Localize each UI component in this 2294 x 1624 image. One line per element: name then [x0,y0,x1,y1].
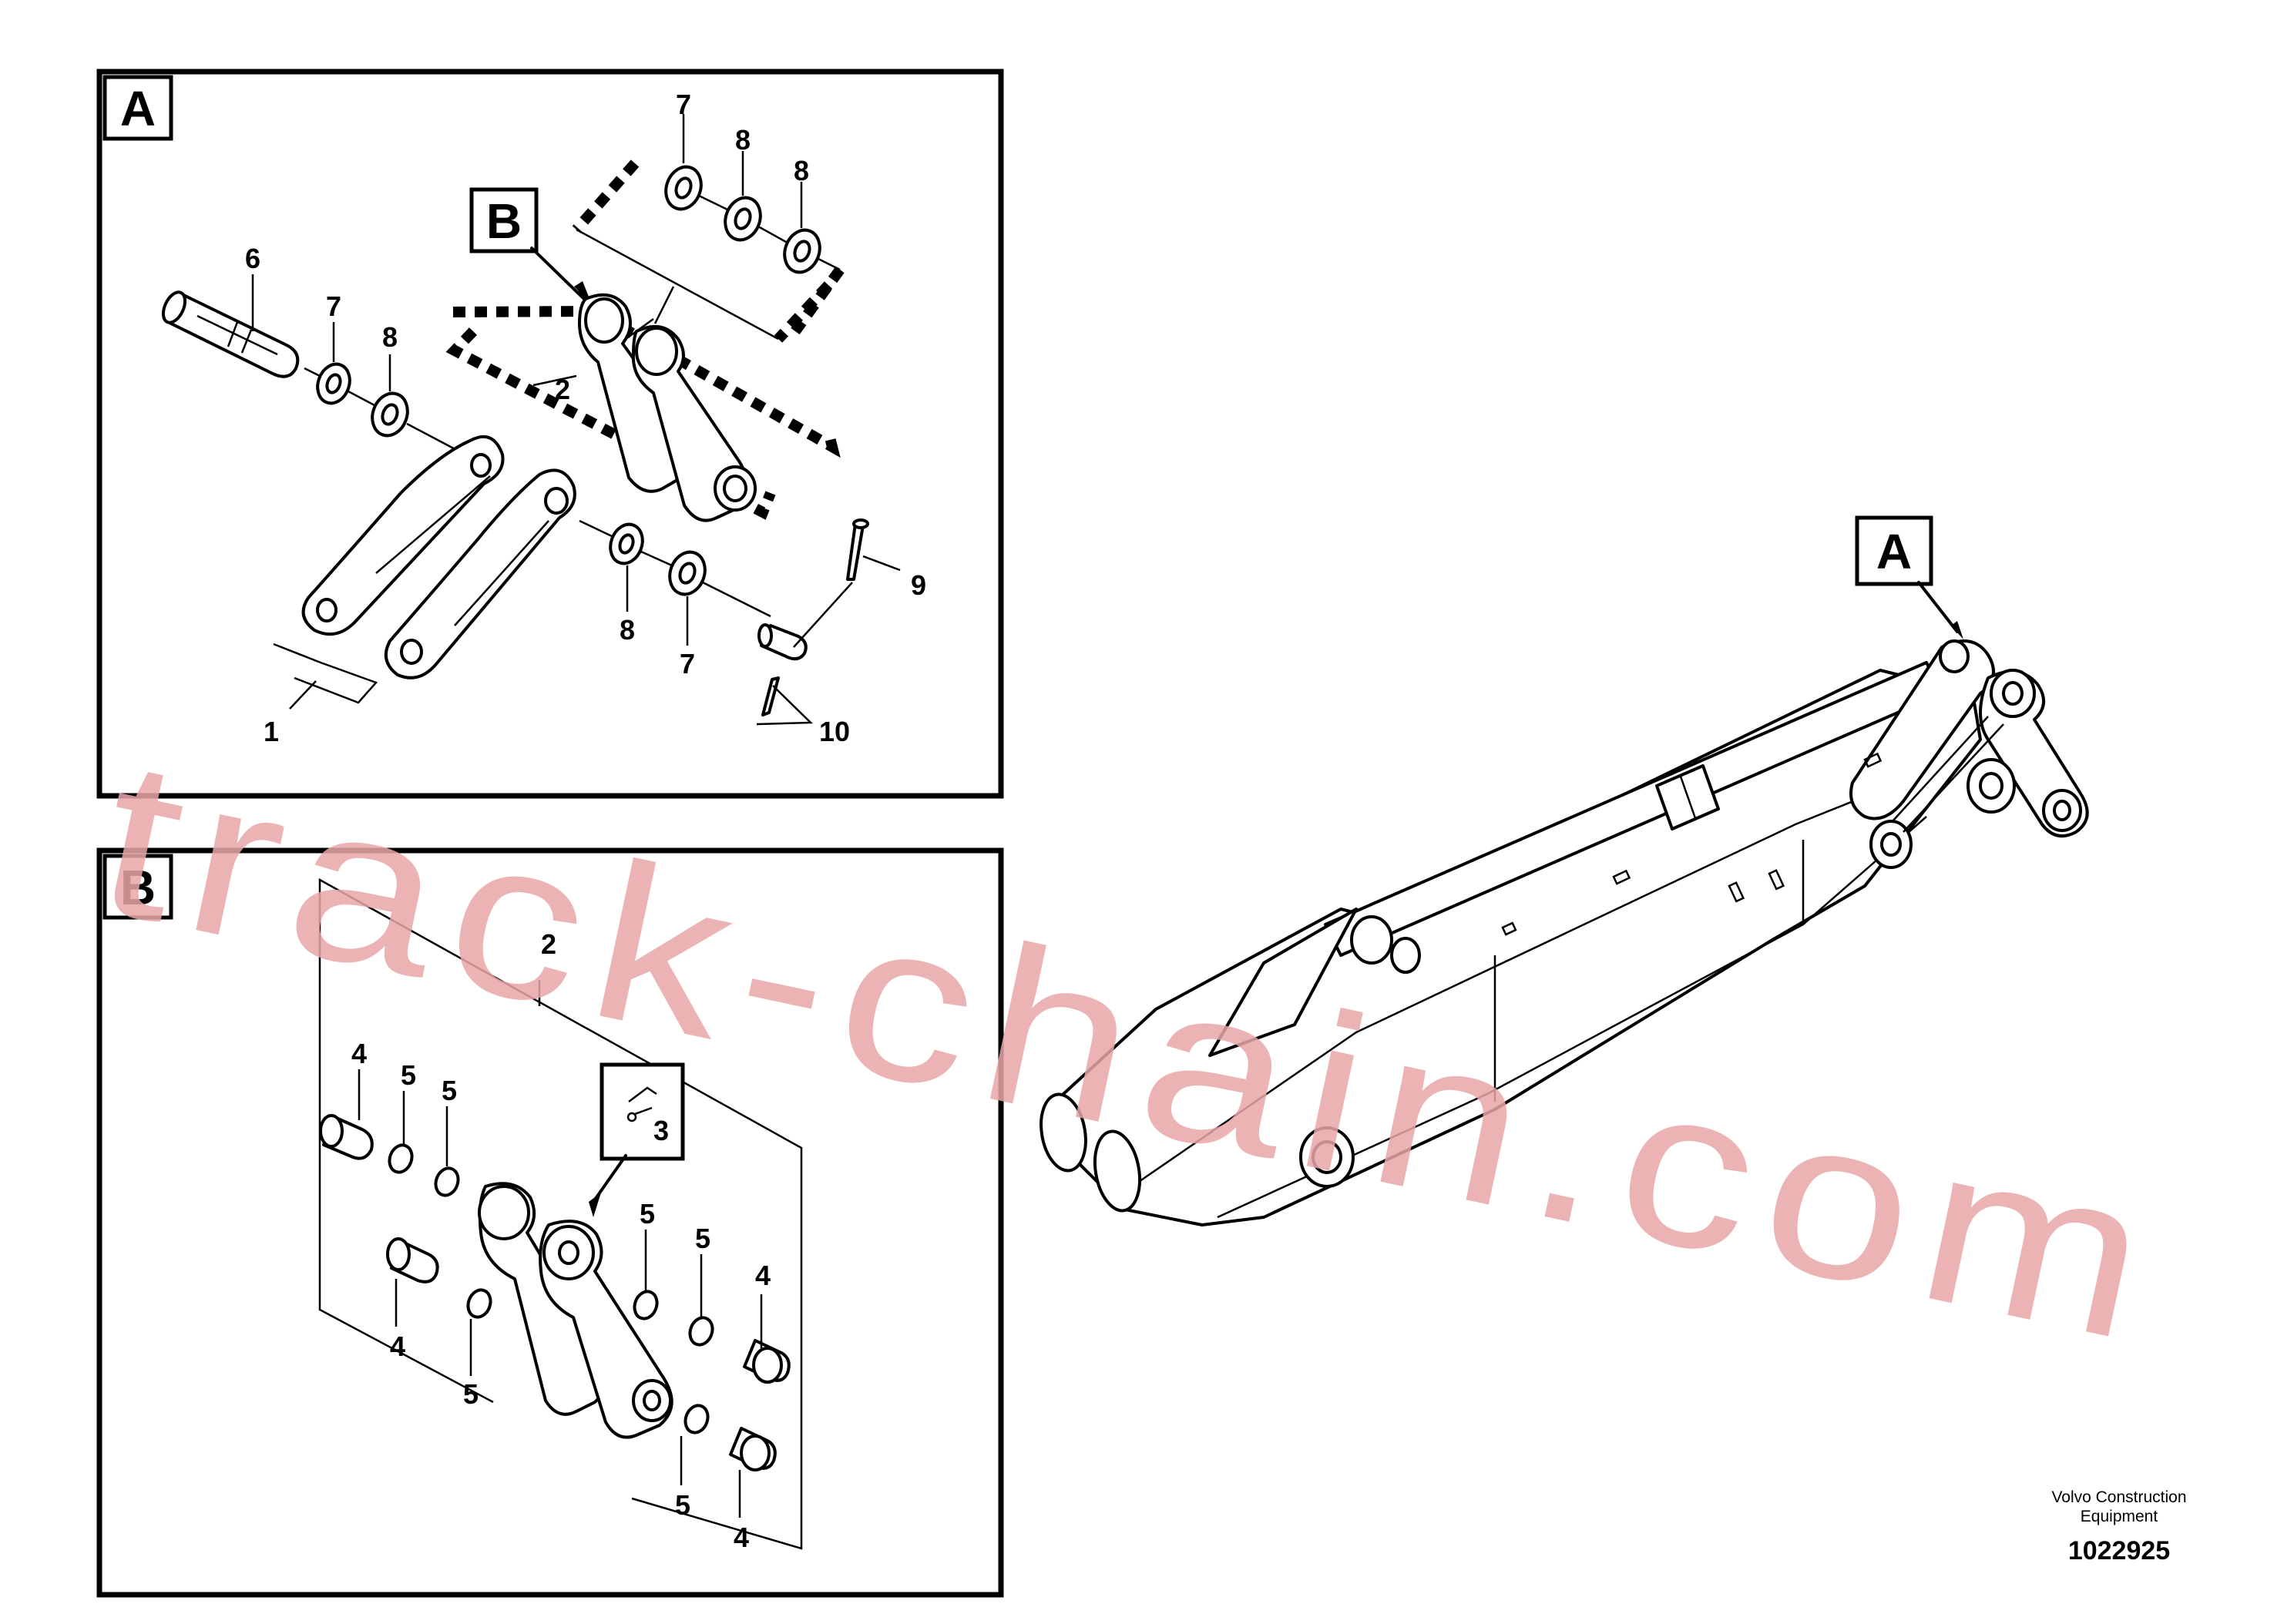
callout-b-4-left: 4 [390,1330,405,1362]
panel-a-tag-box [102,75,173,141]
pin-10 [757,623,808,661]
panel-a-tag: A [120,81,156,136]
callout-b-5-left: 5 [463,1378,479,1410]
panel-a-frame [96,69,1004,799]
detail-panel-a: A B [96,69,1004,799]
callout-b-3: 3 [653,1115,669,1146]
washers-upper-right [572,159,845,343]
boom-body [1046,669,1982,1226]
washers-lower [579,519,771,618]
footer-block: Volvo Construction Equipment 1022925 [2051,1488,2186,1565]
link-part-2-exploded [478,1182,673,1439]
callout-b-5-top-a: 5 [401,1059,416,1091]
boom-overview: A [1040,515,2089,1226]
panel-a-leaders [251,114,901,646]
callout-b-4-bottom: 4 [734,1522,749,1553]
callout-a-7-left: 7 [326,290,341,322]
callout-a-6: 6 [245,243,260,274]
callout-b-5-bottom: 5 [675,1489,690,1521]
panel-b-frame [96,847,1004,1598]
overview-tag: A [1876,524,1912,579]
grease-nipple-callout [589,1062,685,1217]
reference-tag-b: B [469,187,592,304]
callout-a-8-top-right: 8 [794,155,809,186]
callout-a-10: 10 [819,716,850,747]
link-part-2 [445,293,841,522]
callout-b-4-top: 4 [351,1038,367,1069]
callout-b-5-top-b: 5 [442,1075,457,1106]
callout-a-7-bottom: 7 [680,648,695,679]
link-part-1 [273,435,576,710]
washers-upper-left [304,362,463,455]
callout-a-8-bottom: 8 [620,614,635,646]
callout-b-4-right: 4 [755,1260,771,1291]
callout-b-2: 2 [541,928,556,960]
panel-b-leaders [358,1069,763,1518]
exploded-view-outline [318,877,803,1550]
detail-panel-b: B [96,847,1004,1598]
callout-a-7-top: 7 [676,89,691,120]
callout-a-8-left: 8 [382,321,398,353]
bushings-rings [319,1114,791,1471]
panel-a-callouts: 7 8 8 6 7 8 2 9 8 7 1 10 [245,89,926,747]
reference-tag-b-label: B [486,193,522,249]
callout-a-8-top: 8 [735,124,751,156]
drawing-number: 1022925 [2068,1536,2170,1565]
callout-a-2: 2 [555,374,570,405]
callout-b-5-mid-a: 5 [640,1198,655,1230]
panel-b-tag: B [120,860,156,915]
overview-tag-box [1855,515,1933,586]
callout-a-1: 1 [264,716,279,747]
callout-b-5-mid-b: 5 [695,1223,710,1254]
company-line-1: Volvo Construction [2051,1488,2186,1506]
panel-b-callouts: 2 4 5 5 3 5 5 4 4 5 5 4 [351,928,771,1553]
panel-b-tag-box [102,854,173,920]
bolt-9 [756,518,869,726]
pin-6 [161,290,300,378]
company-line-2: Equipment [2081,1508,2158,1525]
callout-a-9: 9 [911,569,926,601]
